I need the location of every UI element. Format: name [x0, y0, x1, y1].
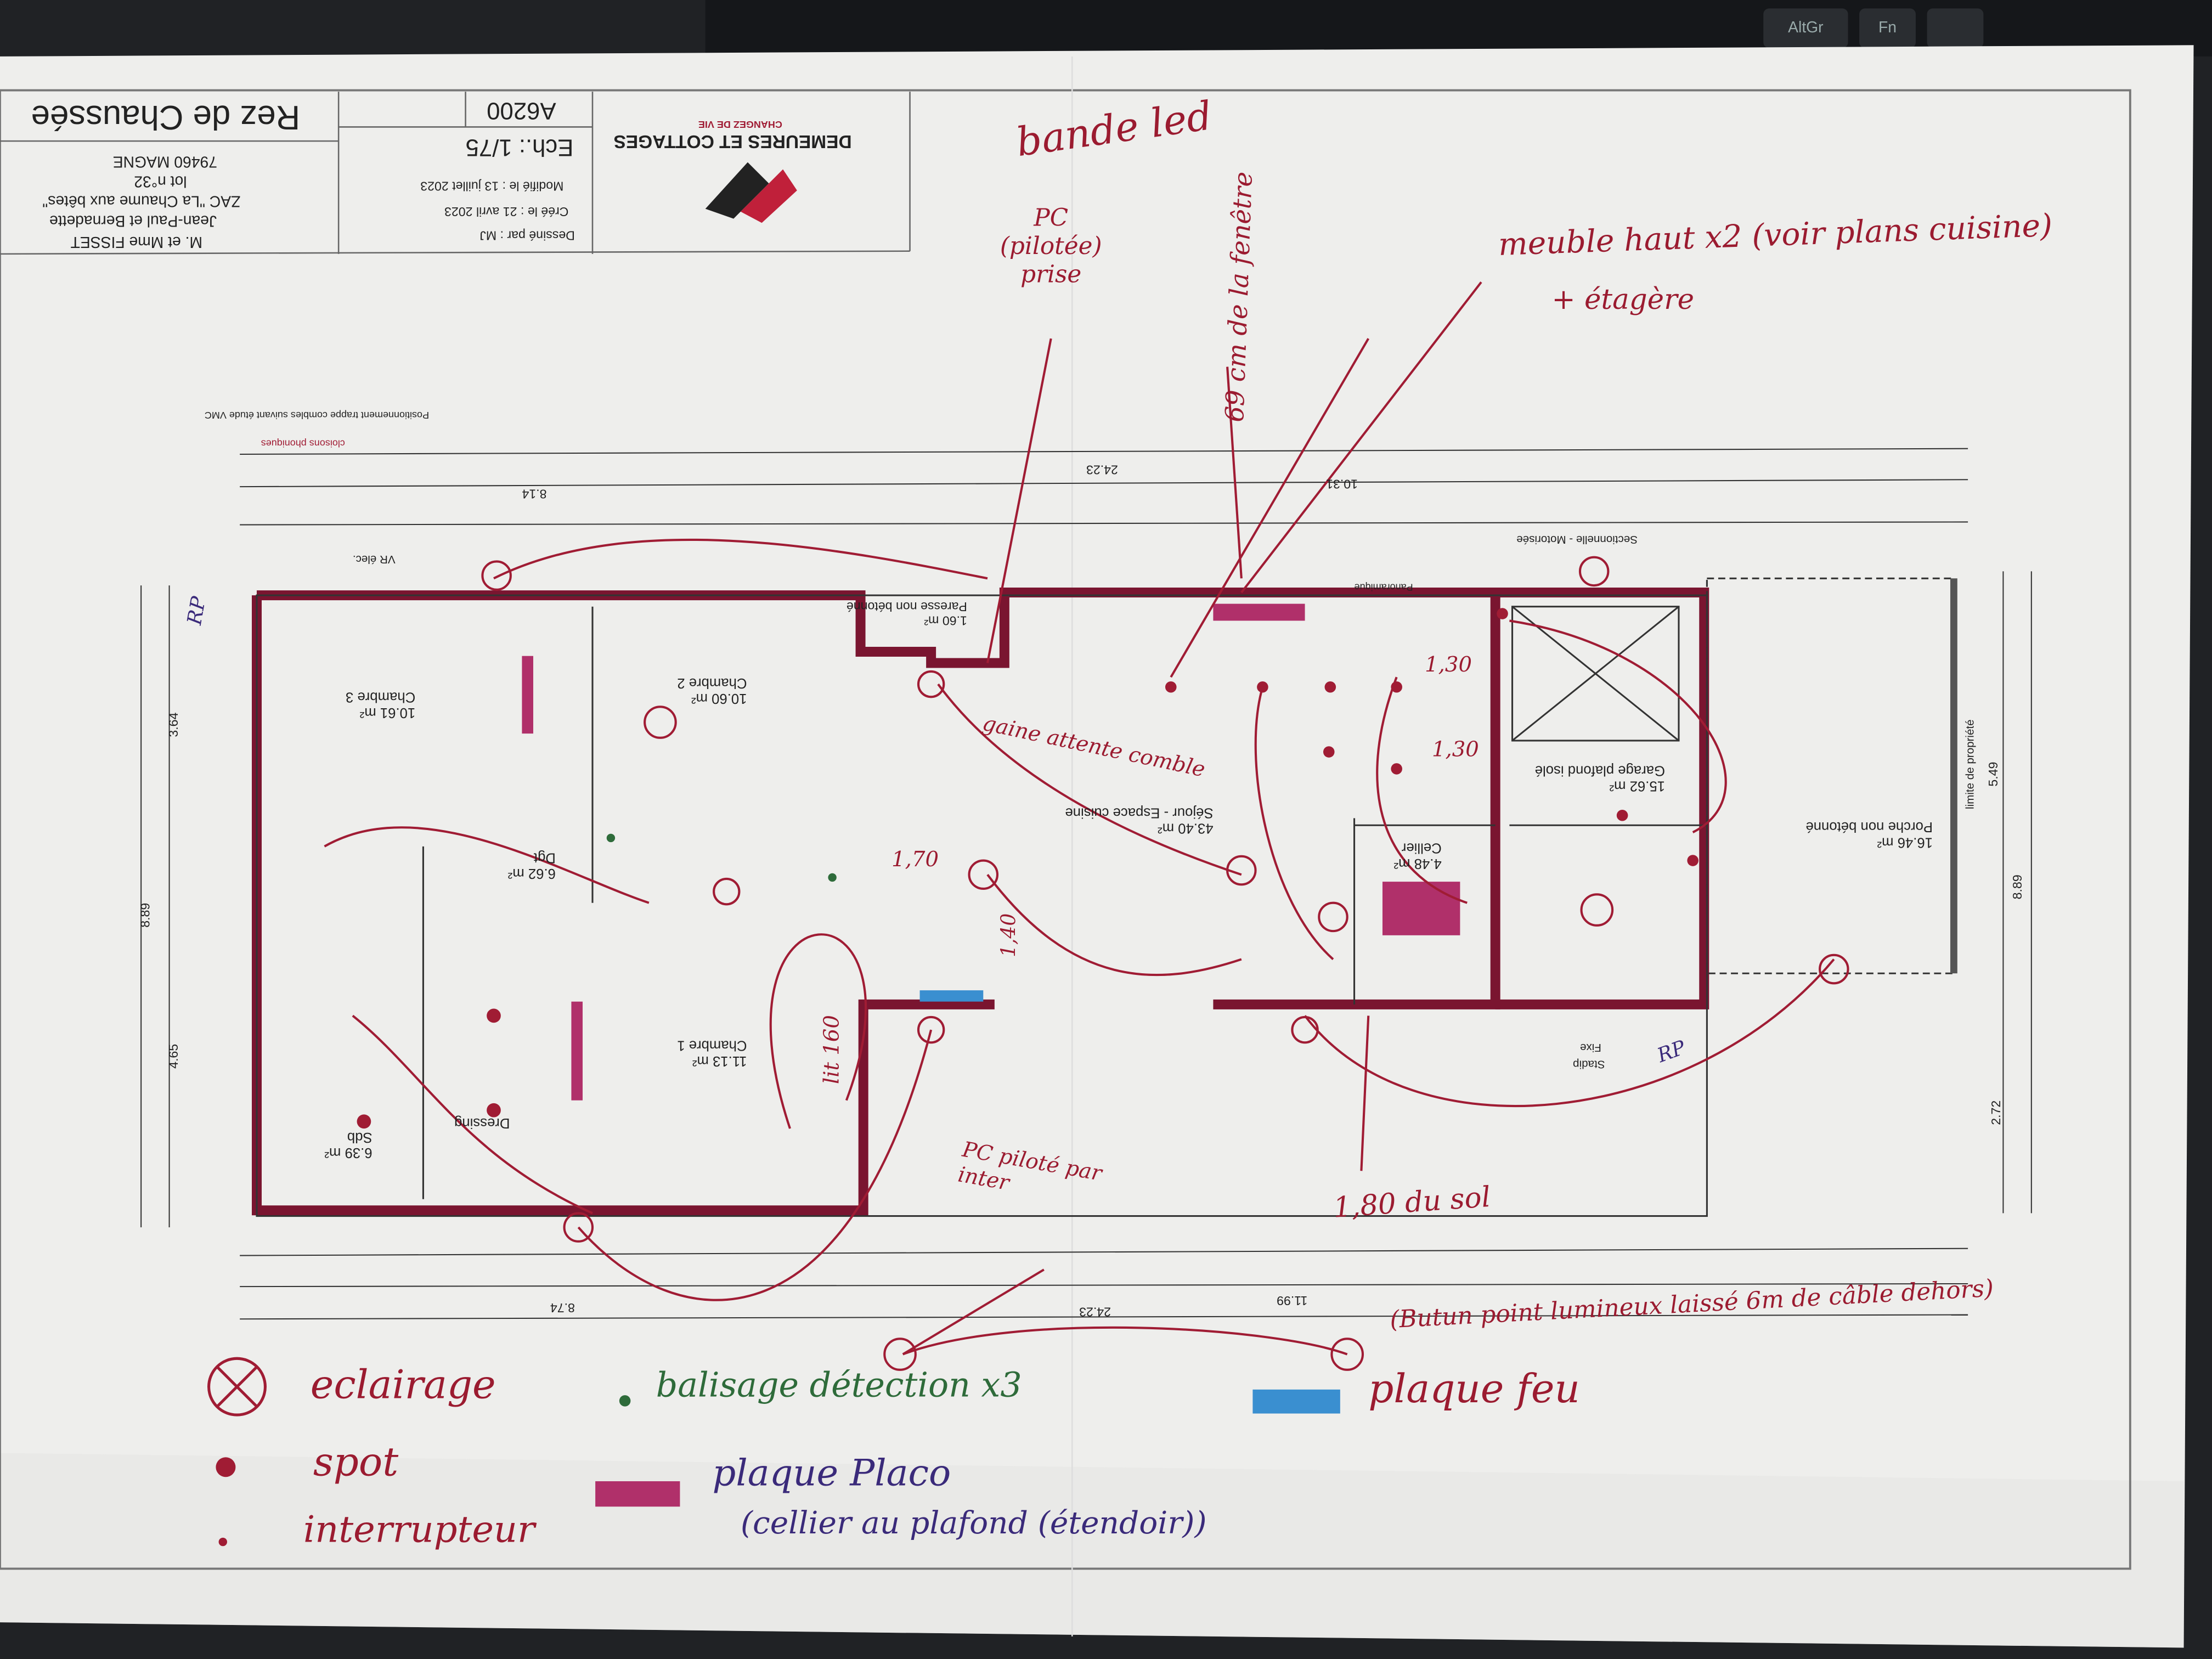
- legend-feu: plaque feu: [1368, 1365, 1580, 1412]
- label-stadip: Stadip: [1573, 1058, 1605, 1071]
- note-h130a: 1,30: [1425, 651, 1472, 678]
- key-altgr: AltGr: [1763, 8, 1848, 48]
- client-names: Jean-Paul et Bernadette: [49, 211, 217, 229]
- legend-spot: spot: [313, 1438, 399, 1486]
- label-vr: VR élec.: [352, 552, 396, 566]
- note-h130b: 1,30: [1431, 736, 1479, 762]
- dim-seg-4: 2.72: [1989, 1100, 2004, 1125]
- dim-seg-2: 4.65: [166, 1043, 181, 1069]
- drawn-by: Dessiné par : MJ: [479, 228, 575, 243]
- plan-ref: A6200: [487, 97, 556, 125]
- room-dressing: Dressing: [454, 1114, 510, 1130]
- note-cloisons: cloisons phoniques: [261, 437, 345, 448]
- note-h140: 1,40: [998, 913, 1021, 957]
- note-h170: 1,70: [891, 846, 939, 872]
- legend-balisage: balisage détection x3: [656, 1365, 1022, 1406]
- legend-placo: plaque Placo: [712, 1453, 951, 1496]
- dim-height-left: 8.89: [138, 902, 153, 928]
- label-fixe: Fixe: [1579, 1041, 1601, 1054]
- city: 79460 MAGNE: [112, 152, 217, 170]
- company-slogan: CHANGEZ DE VIE: [698, 118, 782, 128]
- dim-seg-3: 5.49: [1986, 761, 2001, 787]
- dim-total-bottom: 24.23: [1079, 1305, 1111, 1319]
- dim-height-right: 8.89: [2010, 874, 2024, 900]
- dim-part-b: 8.14: [522, 487, 547, 501]
- modified-date: Modifié le : 13 juillet 2023: [420, 179, 564, 194]
- legend-eclairage: eclairage: [310, 1361, 496, 1408]
- client-name: M. et Mme FISSET: [70, 233, 203, 250]
- zac: ZAC "La Chaume aux bêtes": [42, 191, 241, 209]
- key: [1927, 8, 1984, 48]
- label-limite: limite de propriété: [1963, 719, 1977, 809]
- note-pc-pilotee: PC (pilotée) prise: [1000, 204, 1102, 290]
- level-title: Rez de Chaussée: [31, 97, 301, 136]
- note-etagere: + étagère: [1551, 282, 1695, 316]
- legend-interrupteur: interrupteur: [303, 1509, 535, 1552]
- lot: lot n°32: [134, 172, 187, 189]
- label-panoramique: Panoramique: [1354, 581, 1413, 591]
- key-fn: Fn: [1859, 8, 1916, 48]
- dim-part-d: 8.74: [550, 1300, 575, 1315]
- note-trappe: Positionnement trappe combles suivant ét…: [204, 409, 430, 419]
- created-date: Créé le : 21 avril 2023: [444, 204, 569, 219]
- note-lit: lit 160: [819, 1015, 845, 1085]
- label-sectionnelle: Sectionnelle - Motorisée: [1516, 533, 1638, 546]
- note-rp-left: RP: [184, 595, 211, 627]
- legend-placo-note: (cellier au plafond (étendoir)): [740, 1506, 1207, 1542]
- dim-seg-1: 3.64: [166, 712, 181, 737]
- dim-part-c: 11.99: [1277, 1293, 1308, 1308]
- dim-total-top: 24.23: [1086, 462, 1118, 477]
- company-name: DEMEURES ET COTTAGES: [613, 131, 852, 153]
- scale: Ech.: 1/75: [465, 134, 574, 161]
- dim-part-a: 10.31: [1326, 477, 1358, 491]
